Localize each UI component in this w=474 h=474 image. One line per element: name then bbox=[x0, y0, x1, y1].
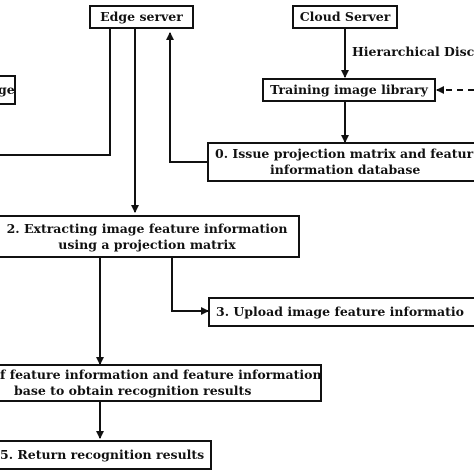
hierarchical-label: Hierarchical Disc bbox=[352, 44, 474, 59]
extract-line-2: using a projection matrix bbox=[58, 236, 236, 252]
match-node: f feature information and feature inform… bbox=[0, 364, 322, 402]
cloud-server-label: Cloud Server bbox=[299, 9, 391, 24]
issue-node: 0. Issue projection matrix and featur in… bbox=[207, 142, 474, 182]
upload-label: 3. Upload image feature informatio bbox=[216, 304, 464, 319]
training-library-label: Training image library bbox=[270, 82, 428, 97]
upload-node: 3. Upload image feature informatio bbox=[208, 297, 474, 327]
edge-server-label: Edge server bbox=[100, 9, 183, 24]
left-cut-label: ge bbox=[0, 82, 15, 97]
return-node: 5. Return recognition results bbox=[0, 440, 212, 470]
cloud-server-node: Cloud Server bbox=[292, 5, 398, 29]
extract-line-1: 2. Extracting image feature information bbox=[6, 220, 288, 236]
left-cut-node: ge bbox=[0, 75, 16, 105]
match-line-1: f feature information and feature inform… bbox=[0, 367, 322, 382]
issue-line-2: information database bbox=[270, 162, 421, 177]
arrow-extract-to-upload bbox=[171, 258, 209, 315]
issue-line-1: 0. Issue projection matrix and featur bbox=[215, 146, 474, 161]
match-line-2: base to obtain recognition results bbox=[14, 383, 252, 398]
return-label: 5. Return recognition results bbox=[0, 447, 205, 462]
extract-node: 2. Extracting image feature information … bbox=[0, 215, 300, 258]
training-library-node: Training image library bbox=[262, 78, 436, 102]
arrow-edge-to-left bbox=[0, 29, 111, 156]
edge-server-node: Edge server bbox=[89, 5, 194, 29]
arrow-issue-to-edge bbox=[166, 32, 207, 163]
